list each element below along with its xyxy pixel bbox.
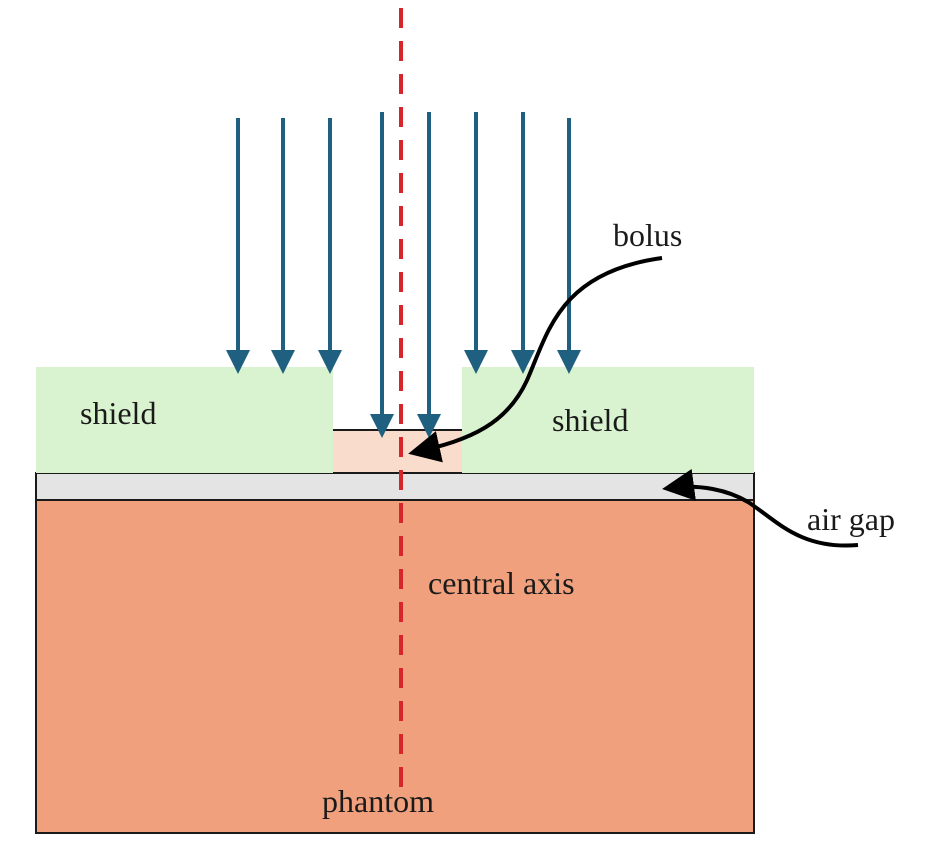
bolus-label: bolus [613, 217, 682, 253]
shield-left-block [36, 367, 333, 473]
shield-right-block [462, 367, 754, 473]
bolus-pointer-arrow [408, 256, 663, 463]
shield-left-label: shield [80, 395, 156, 431]
air-gap-layer [35, 472, 755, 501]
central-axis-label: central axis [428, 565, 575, 601]
air-gap-label: air gap [807, 501, 895, 537]
phantom-label: phantom [322, 783, 434, 819]
bolus-block [333, 430, 462, 473]
shield-right-label: shield [552, 402, 628, 438]
phantom-block [35, 499, 755, 834]
air-gap-pointer-arrow [662, 468, 859, 548]
beam-arrows [226, 112, 581, 438]
